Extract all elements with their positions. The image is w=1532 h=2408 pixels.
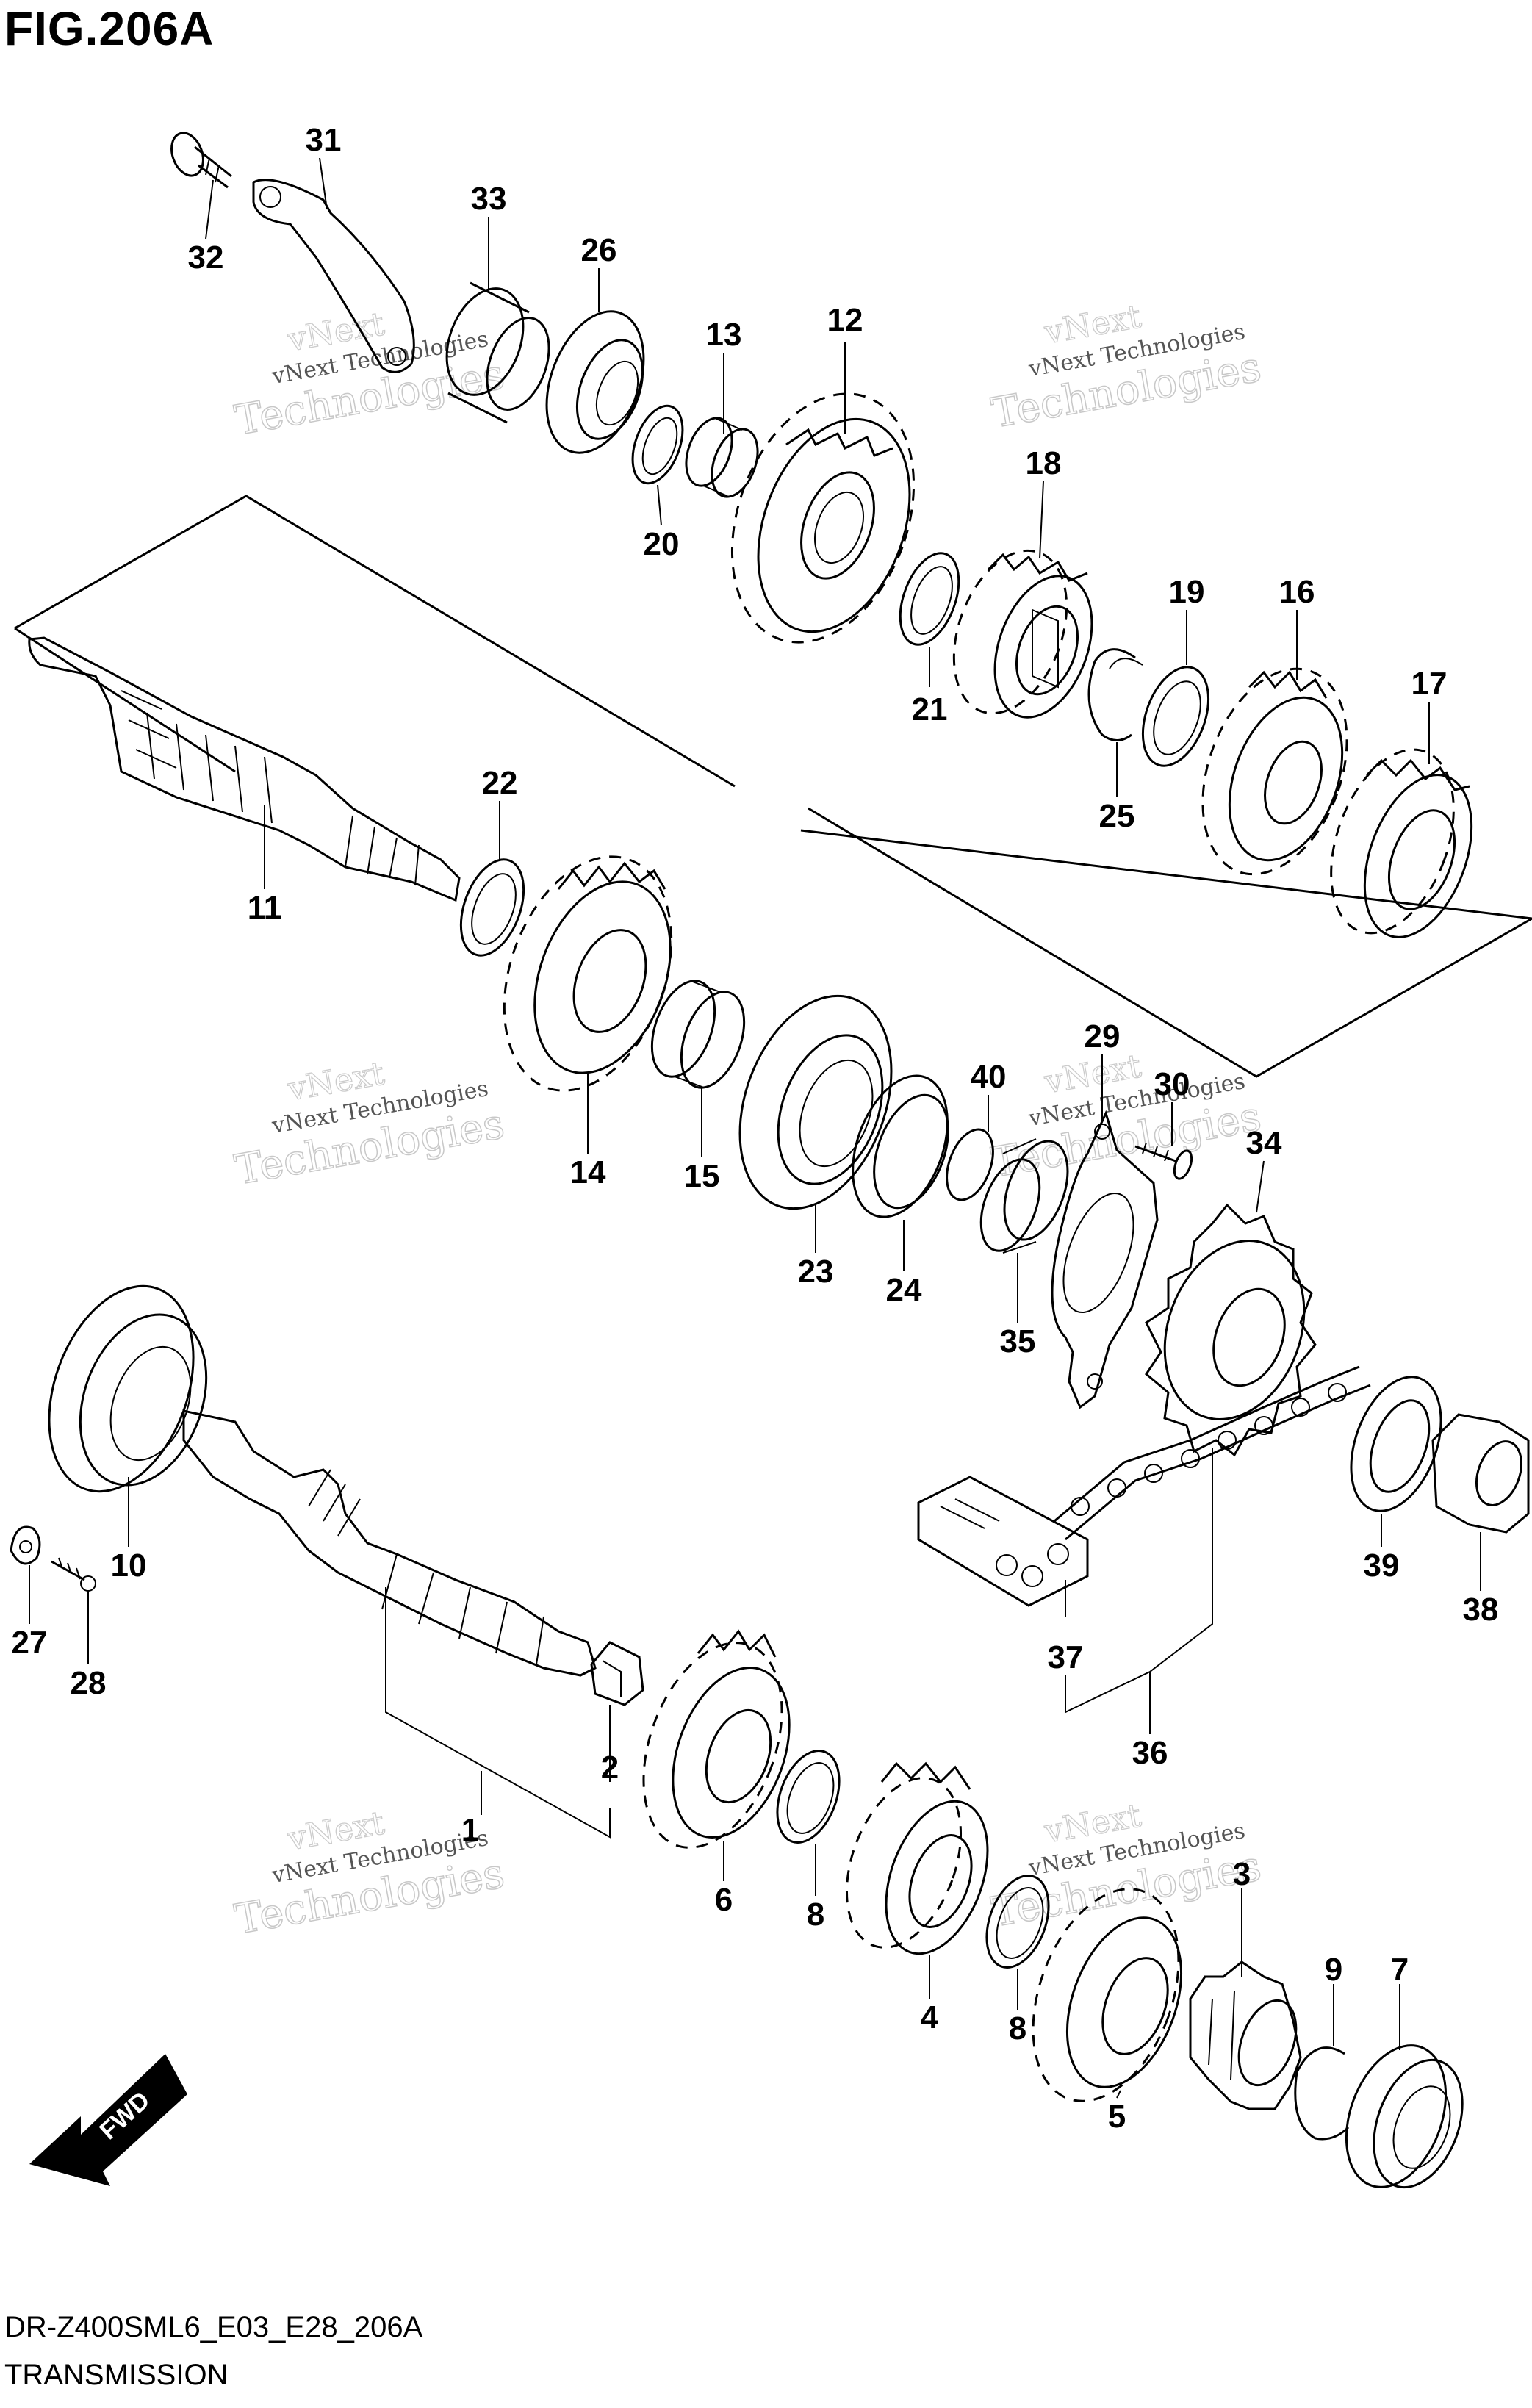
part-8-circlip-a <box>776 1750 841 1844</box>
callout-4: 4 <box>921 1999 939 2035</box>
callout-17: 17 <box>1411 666 1448 702</box>
part-33-bearing <box>445 281 550 424</box>
watermark-3: vNext vNext Technologies Technologies <box>231 1054 508 1196</box>
part-24-oil-seal <box>852 1074 949 1218</box>
watermark-6: vNext vNext Technologies Technologies <box>988 1797 1265 1938</box>
callout-13: 13 <box>706 317 742 353</box>
callout-22: 22 <box>482 765 518 801</box>
callout-25: 25 <box>1099 798 1135 834</box>
callout-8a: 8 <box>807 1897 824 1933</box>
callout-14: 14 <box>570 1154 606 1190</box>
callout-21: 21 <box>912 691 948 727</box>
part-40-o-ring <box>946 1128 994 1201</box>
part-9-circlip <box>1294 2046 1350 2141</box>
watermark-5: vNext vNext Technologies Technologies <box>231 1804 508 1945</box>
section-name: TRANSMISSION <box>4 2359 229 2391</box>
callout-19: 19 <box>1169 574 1205 610</box>
callout-18: 18 <box>1026 445 1062 481</box>
part-6-gear <box>642 1629 791 1849</box>
part-29-retainer-plate <box>1051 1110 1159 1409</box>
callout-15: 15 <box>684 1158 720 1194</box>
part-17-gear <box>1330 748 1473 938</box>
callout-35: 35 <box>1000 1323 1036 1359</box>
callout-31: 31 <box>306 122 342 158</box>
part-22-washer <box>459 858 525 957</box>
callout-27: 27 <box>12 1625 48 1661</box>
figure-title: FIG.206A <box>4 2 215 55</box>
part-32-bolt <box>170 132 232 189</box>
part-7-bearing <box>1345 2044 1464 2189</box>
part-23-bearing <box>738 994 893 1210</box>
part-25-circlip <box>1087 648 1143 741</box>
callout-26: 26 <box>581 232 617 268</box>
part-34-sprocket <box>1145 1203 1317 1457</box>
callout-39: 39 <box>1364 1548 1400 1584</box>
callout-37: 37 <box>1048 1639 1084 1675</box>
callout-1: 1 <box>461 1812 479 1848</box>
part-2-bushing <box>590 1641 644 1706</box>
callout-33: 33 <box>471 181 507 217</box>
callout-5: 5 <box>1108 2099 1126 2135</box>
model-code: DR-Z400SML6_E03_E28_206A <box>4 2311 423 2343</box>
countershaft-frame <box>14 495 1532 1078</box>
callout-28: 28 <box>71 1665 107 1701</box>
callout-24: 24 <box>886 1272 922 1308</box>
part-13-needle-bearing <box>685 417 759 498</box>
callout-20: 20 <box>644 526 680 562</box>
watermark-1: vNext vNext Technologies Technologies <box>231 305 508 446</box>
part-18-gear <box>952 549 1093 719</box>
fwd-arrow-icon: FWD <box>29 2054 187 2186</box>
part-1-driveshaft <box>182 1409 597 1677</box>
callout-36: 36 <box>1132 1735 1168 1771</box>
callout-8b: 8 <box>1009 2010 1026 2046</box>
part-38-nut <box>1431 1413 1530 1534</box>
callout-12: 12 <box>827 302 863 338</box>
part-28-screw <box>51 1557 96 1592</box>
callout-11: 11 <box>248 890 282 926</box>
part-39-lock-washer <box>1350 1376 1442 1512</box>
part-26-bearing <box>545 310 645 454</box>
part-36-drive-chain <box>1054 1365 1371 1541</box>
callout-3: 3 <box>1233 1856 1251 1892</box>
callout-29: 29 <box>1085 1018 1121 1054</box>
part-35-spacer <box>979 1138 1069 1254</box>
part-11-countershaft <box>28 636 461 902</box>
leader-lines <box>29 157 1481 2099</box>
callout-6: 6 <box>715 1882 733 1918</box>
part-19-washer <box>1141 666 1210 767</box>
part-10-bearing <box>48 1284 208 1493</box>
callout-10: 10 <box>111 1548 147 1584</box>
part-12-gear <box>730 392 916 644</box>
part-37-chain-joint <box>917 1476 1089 1607</box>
callout-labels: 1 2 3 4 5 6 7 8 8 9 10 11 12 13 14 15 16… <box>12 122 1499 2135</box>
part-3-gear <box>1189 1960 1302 2110</box>
part-15-bushing <box>650 980 746 1089</box>
part-27-bearing-retainer <box>10 1525 41 1565</box>
callout-9: 9 <box>1325 1952 1342 1988</box>
part-30-screw <box>1134 1142 1193 1180</box>
callout-30: 30 <box>1154 1066 1190 1102</box>
callout-34: 34 <box>1246 1125 1282 1161</box>
part-8-circlip-b <box>985 1875 1050 1969</box>
callout-16: 16 <box>1279 574 1315 610</box>
watermark-2: vNext vNext Technologies Technologies <box>988 298 1265 439</box>
part-20-washer <box>631 404 684 485</box>
callout-38: 38 <box>1463 1592 1499 1628</box>
part-16-gear <box>1201 667 1348 876</box>
callout-2: 2 <box>601 1750 619 1786</box>
callout-7: 7 <box>1391 1952 1409 1988</box>
watermark-4: vNext vNext Technologies Technologies <box>988 1047 1265 1188</box>
part-21-washer <box>899 552 960 646</box>
part-4-gear <box>845 1761 989 1955</box>
part-5-gear <box>1032 1888 1183 2102</box>
callout-40: 40 <box>971 1059 1007 1095</box>
part-14-gear <box>503 855 673 1092</box>
callout-32: 32 <box>188 240 224 276</box>
callout-23: 23 <box>798 1254 834 1290</box>
